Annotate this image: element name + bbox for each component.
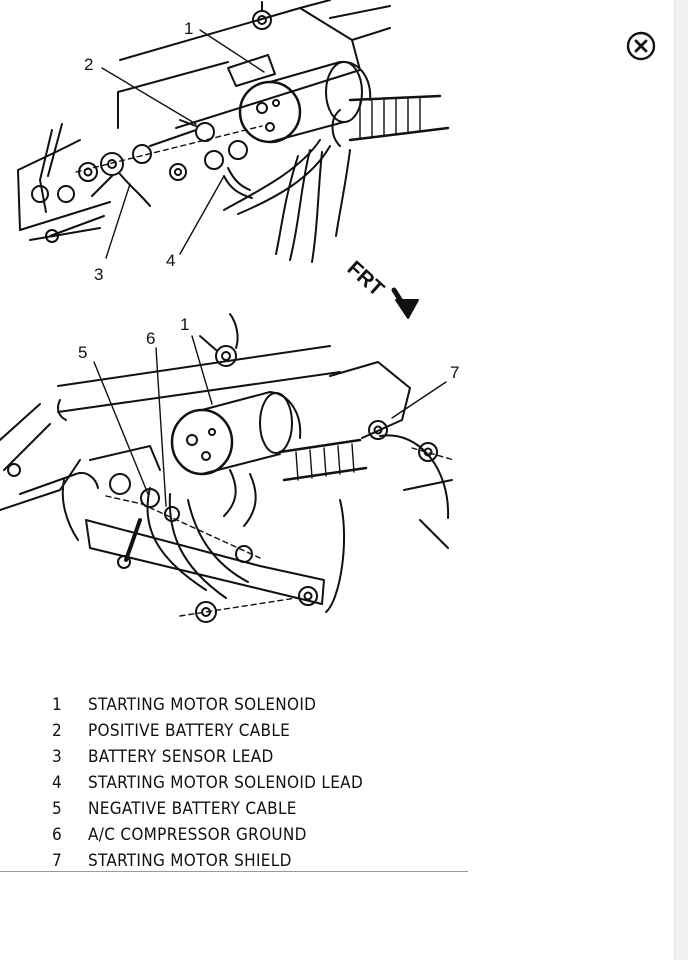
legend-label: STARTING MOTOR SOLENOID LEAD — [88, 773, 364, 793]
legend-item: 5 NEGATIVE BATTERY CABLE — [52, 796, 472, 822]
legend-number: 1 — [52, 695, 63, 715]
front-label: FRT — [343, 257, 389, 302]
legend-label: BATTERY SENSOR LEAD — [88, 747, 274, 767]
callout-3: 3 — [94, 265, 103, 284]
callout-1-bottom: 1 — [180, 315, 189, 334]
legend-number: 5 — [52, 799, 63, 819]
legend-label: STARTING MOTOR SOLENOID — [88, 695, 317, 715]
legend-label: POSITIVE BATTERY CABLE — [88, 721, 291, 741]
callout-7: 7 — [450, 363, 459, 382]
legend-item: 3 BATTERY SENSOR LEAD — [52, 744, 472, 770]
legend-label: A/C COMPRESSOR GROUND — [88, 825, 307, 845]
callout-2: 2 — [84, 55, 93, 74]
legend-label: STARTING MOTOR SHIELD — [88, 851, 292, 871]
callout-5: 5 — [78, 343, 87, 362]
legend-item: 1 STARTING MOTOR SOLENOID — [52, 692, 472, 718]
close-button[interactable] — [626, 31, 656, 61]
bottom-view: 1 5 6 7 — [0, 313, 459, 623]
divider — [0, 871, 468, 872]
legend-number: 4 — [52, 773, 63, 793]
top-view: 1 2 3 4 — [17, 0, 450, 284]
legend-number: 6 — [52, 825, 63, 845]
legend-item: 4 STARTING MOTOR SOLENOID LEAD — [52, 770, 472, 796]
callout-6: 6 — [146, 329, 155, 348]
scrollbar-track[interactable] — [674, 0, 688, 960]
legend-number: 3 — [52, 747, 63, 767]
front-direction-marker: FRT — [343, 257, 419, 319]
legend-label: NEGATIVE BATTERY CABLE — [88, 799, 297, 819]
legend-item: 7 STARTING MOTOR SHIELD — [52, 848, 472, 874]
legend-item: 6 A/C COMPRESSOR GROUND — [52, 822, 472, 848]
starter-wiring-diagram: 1 2 3 4 FRT — [0, 0, 459, 623]
callout-1-top: 1 — [184, 19, 193, 38]
close-icon — [626, 31, 656, 61]
legend: 1 STARTING MOTOR SOLENOID 2 POSITIVE BAT… — [52, 692, 472, 874]
callout-4: 4 — [166, 251, 175, 270]
legend-item: 2 POSITIVE BATTERY CABLE — [52, 718, 472, 744]
legend-number: 2 — [52, 721, 63, 741]
legend-number: 7 — [52, 851, 63, 871]
